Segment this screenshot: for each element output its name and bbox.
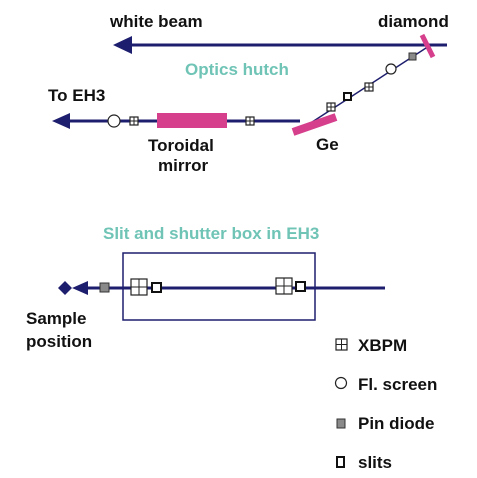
optics-hutch-label: Optics hutch — [185, 60, 289, 79]
white-beam-arrowhead — [113, 36, 132, 54]
legend-label: Pin diode — [358, 414, 435, 433]
legend-item-slits: slits — [336, 453, 392, 472]
fluorescent-screen-icon — [334, 376, 348, 390]
xbpm-icon — [364, 82, 374, 92]
to-eh3-arrowhead — [52, 113, 70, 129]
eh3-beam-arrowhead — [72, 281, 88, 295]
xbpm-icon — [275, 277, 293, 295]
diamond-label: diamond — [378, 12, 449, 31]
toroidal-mirror-label-line1: Toroidal — [148, 136, 214, 155]
xbpm-icon — [326, 102, 336, 112]
eh3-beam-line — [72, 281, 385, 295]
sample-position-label-line2: position — [26, 332, 92, 351]
legend-label: Fl. screen — [358, 375, 437, 394]
slits-icon — [336, 456, 345, 468]
slits-icon — [343, 92, 352, 101]
slits-icon — [151, 282, 162, 293]
toroidal-mirror-label-line2: mirror — [158, 156, 208, 175]
white-beam-label: white beam — [109, 12, 203, 31]
ge-crystal — [291, 113, 338, 136]
sample-position-label-line1: Sample — [26, 309, 86, 328]
to-eh3-label: To EH3 — [48, 86, 105, 105]
toroidal-mirror — [157, 113, 227, 128]
legend-label: slits — [358, 453, 392, 472]
xbpm-icon — [335, 338, 348, 351]
pin-diode-icon — [408, 52, 417, 61]
slits-icon — [295, 281, 306, 292]
legend-label: XBPM — [358, 336, 407, 355]
fluorescent-screen-icon — [107, 114, 121, 128]
pin-diode-icon — [99, 282, 110, 293]
xbpm-icon — [245, 116, 255, 126]
legend-item-fl-screen: Fl. screen — [334, 375, 437, 394]
fluorescent-screen-icon — [385, 63, 397, 75]
diamond-crystal — [419, 33, 436, 59]
legend-item-xbpm: XBPM — [335, 336, 407, 355]
ge-label: Ge — [316, 135, 339, 154]
pin-diode-icon — [336, 418, 346, 429]
white-beam-line — [113, 36, 447, 54]
sample-position-marker — [58, 281, 72, 295]
xbpm-icon — [129, 116, 139, 126]
legend-item-pin-diode: Pin diode — [336, 414, 435, 433]
xbpm-icon — [130, 278, 148, 296]
slit-shutter-box-label: Slit and shutter box in EH3 — [103, 224, 319, 243]
legend: XBPM Fl. screen Pin diode slits — [334, 336, 437, 472]
